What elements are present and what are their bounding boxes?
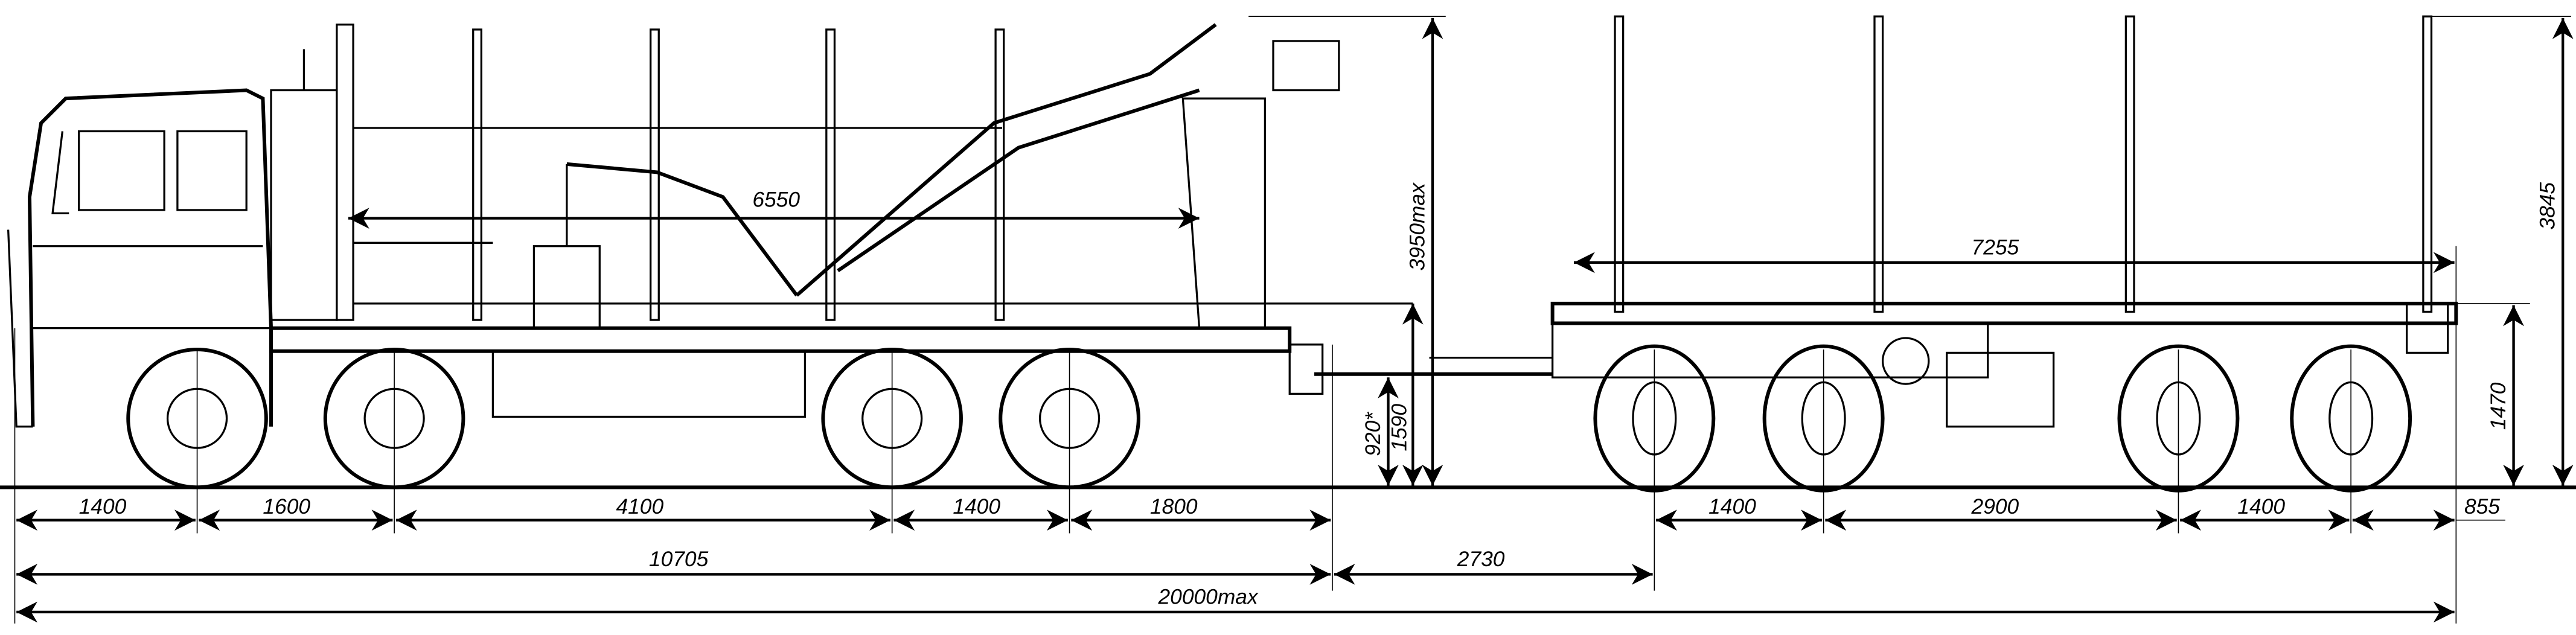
trailer — [1550, 15, 2458, 428]
dim-crane-reach: 6550 — [752, 188, 800, 212]
dim-truck-height: 3950max — [1405, 182, 1429, 271]
truck-cab — [7, 24, 354, 428]
dim-truck-axle-3-4: 1400 — [953, 495, 1000, 519]
dim-trailer-bunk-length: 7255 — [1972, 235, 2019, 259]
truck-stakes — [472, 28, 1005, 321]
dim-trailer-axle-2-3: 2900 — [1971, 495, 2019, 519]
dim-truck-overhang: 1400 — [79, 495, 127, 519]
dim-trailer-deck-height: 1470 — [2487, 382, 2510, 430]
dim-trailer-height: 3845 — [2536, 182, 2560, 230]
dim-coupling-height-1: 920* — [1361, 412, 1385, 456]
drawbar — [1288, 343, 1553, 395]
trailer-wheels — [1593, 344, 2412, 493]
dimension-lines — [16, 18, 2574, 623]
dim-trailer-axle-3-4: 1400 — [2237, 495, 2285, 519]
crane — [532, 23, 1340, 330]
dim-trailer-axle-1-2: 1400 — [1708, 495, 1756, 519]
dim-truck-axle-1-2: 1600 — [263, 495, 310, 519]
dim-trailer-rear: 855 — [2464, 495, 2500, 519]
dim-total-length: 20000max — [1158, 585, 1259, 608]
dim-coupling-height-2: 1590 — [1387, 404, 1411, 452]
dim-truck-axle-2-3: 4100 — [616, 495, 663, 519]
dim-truck-rear: 1800 — [1150, 495, 1198, 519]
truck-frame — [269, 127, 1413, 418]
dim-drawbar: 2730 — [1457, 547, 1505, 571]
extension-lines — [14, 16, 2571, 624]
truck-wheels — [126, 348, 1140, 490]
dim-truck-length: 10705 — [649, 547, 709, 571]
